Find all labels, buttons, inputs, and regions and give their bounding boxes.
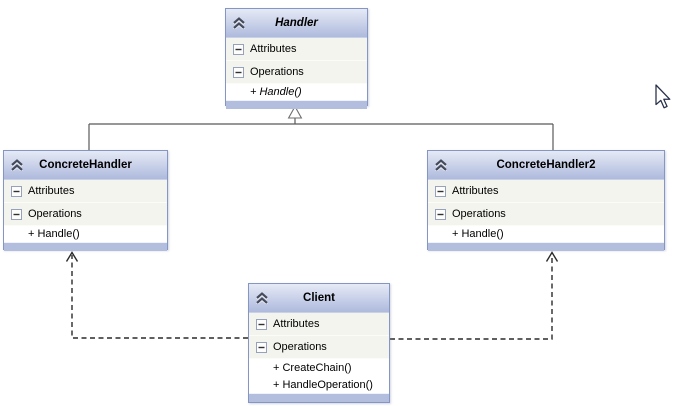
minus-box-icon[interactable]: [256, 318, 267, 330]
minus-box-icon[interactable]: [435, 185, 446, 197]
operations-section-row[interactable]: Operations: [4, 203, 167, 226]
method-row[interactable]: + Handle(): [226, 84, 367, 100]
method-row[interactable]: + CreateChain(): [249, 359, 389, 376]
class-name: Handler: [275, 17, 318, 29]
class-title-bar[interactable]: Handler: [226, 9, 367, 38]
operations-section-row[interactable]: Operations: [226, 61, 367, 84]
class-name: ConcreteHandler2: [496, 159, 596, 171]
class-name: Client: [303, 292, 335, 304]
operations-label: Operations: [250, 66, 304, 78]
method-label: + CreateChain(): [273, 361, 352, 374]
open-arrowhead-icon: [65, 251, 79, 262]
hollow-triangle-arrowhead: [287, 105, 303, 119]
method-row[interactable]: + Handle(): [428, 226, 664, 242]
dependency-connector-right[interactable]: [390, 251, 559, 340]
class-footer-bar: [4, 242, 167, 251]
chevron-double-up-icon[interactable]: [434, 158, 448, 172]
open-arrowhead-icon: [545, 251, 559, 262]
inheritance-connector[interactable]: [88, 105, 554, 151]
chevron-double-up-icon[interactable]: [255, 291, 269, 305]
operations-section-row[interactable]: Operations: [428, 203, 664, 226]
method-label: + Handle(): [28, 228, 80, 240]
attributes-label: Attributes: [28, 185, 75, 197]
attributes-label: Attributes: [273, 318, 320, 330]
operations-label: Operations: [28, 208, 82, 220]
class-footer-bar: [226, 100, 367, 109]
class-title-bar[interactable]: Client: [249, 284, 389, 313]
class-title-bar[interactable]: ConcreteHandler: [4, 151, 167, 180]
class-title-bar[interactable]: ConcreteHandler2: [428, 151, 664, 180]
attributes-section-row[interactable]: Attributes: [4, 180, 167, 203]
operations-section-row[interactable]: Operations: [249, 336, 389, 359]
minus-box-icon[interactable]: [435, 208, 446, 220]
minus-box-icon[interactable]: [256, 341, 267, 353]
chevron-double-up-icon[interactable]: [10, 158, 24, 172]
attributes-section-row[interactable]: Attributes: [226, 38, 367, 61]
mouse-cursor-arrow-icon: [655, 84, 671, 109]
method-row[interactable]: + Handle(): [4, 226, 167, 242]
class-box-handler[interactable]: Handler Attributes Operations + Handle(): [225, 8, 368, 109]
minus-box-icon[interactable]: [233, 66, 244, 78]
attributes-label: Attributes: [452, 185, 499, 197]
minus-box-icon[interactable]: [11, 185, 22, 197]
class-box-client[interactable]: Client Attributes Operations + CreateCha…: [248, 283, 390, 403]
operations-label: Operations: [452, 208, 506, 220]
method-label: + Handle(): [250, 86, 302, 98]
class-box-concrete-handler[interactable]: ConcreteHandler Attributes Operations + …: [3, 150, 168, 251]
class-box-concrete-handler2[interactable]: ConcreteHandler2 Attributes Operations +…: [427, 150, 665, 251]
chevron-double-up-icon[interactable]: [232, 16, 246, 30]
attributes-section-row[interactable]: Attributes: [428, 180, 664, 203]
method-label: + HandleOperation(): [273, 378, 373, 391]
method-row[interactable]: + HandleOperation(): [249, 376, 389, 393]
class-footer-bar: [428, 242, 664, 251]
method-label: + Handle(): [452, 228, 504, 240]
class-name: ConcreteHandler: [39, 159, 132, 171]
attributes-label: Attributes: [250, 43, 297, 55]
dependency-connector-left[interactable]: [65, 251, 249, 339]
minus-box-icon[interactable]: [233, 43, 244, 55]
attributes-section-row[interactable]: Attributes: [249, 313, 389, 336]
class-footer-bar: [249, 393, 389, 402]
operations-label: Operations: [273, 341, 327, 353]
minus-box-icon[interactable]: [11, 208, 22, 220]
